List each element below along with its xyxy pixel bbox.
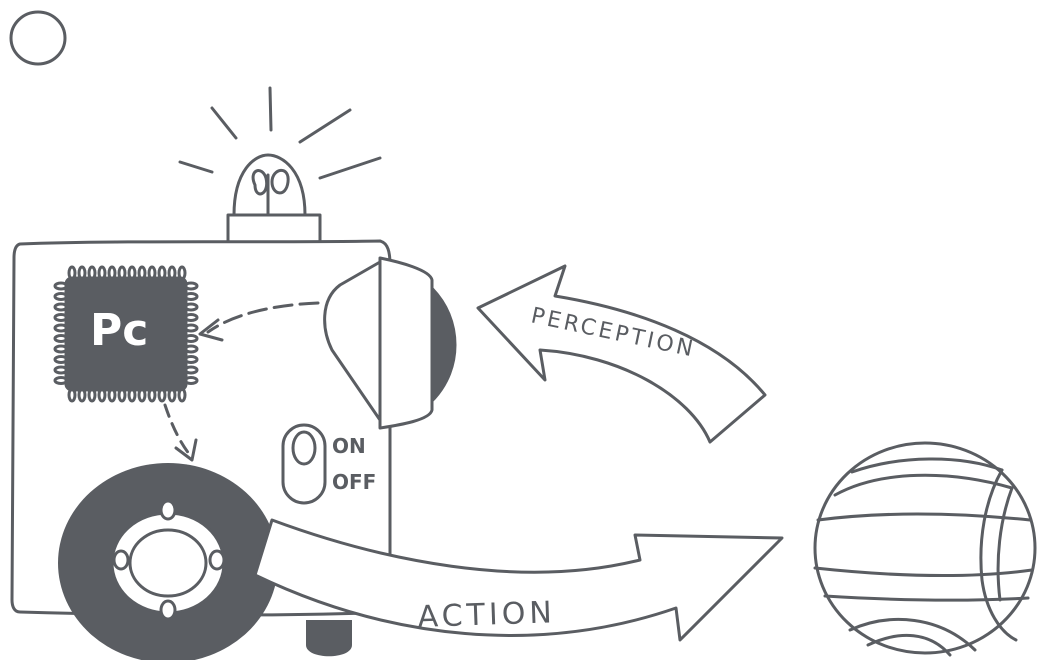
processor-chip-icon: Pc <box>55 267 197 401</box>
perception-arrow: PERCEPTION <box>478 266 765 442</box>
chip-label: Pc <box>90 305 148 356</box>
beacon-light-icon <box>180 88 380 243</box>
antenna-icon <box>11 12 101 242</box>
robot-foot <box>306 620 352 656</box>
wheel-icon <box>58 463 278 660</box>
ball-icon <box>815 443 1035 655</box>
action-label: ACTION <box>417 595 556 635</box>
switch-off-label: OFF <box>332 470 376 494</box>
switch-on-label: ON <box>332 434 366 458</box>
